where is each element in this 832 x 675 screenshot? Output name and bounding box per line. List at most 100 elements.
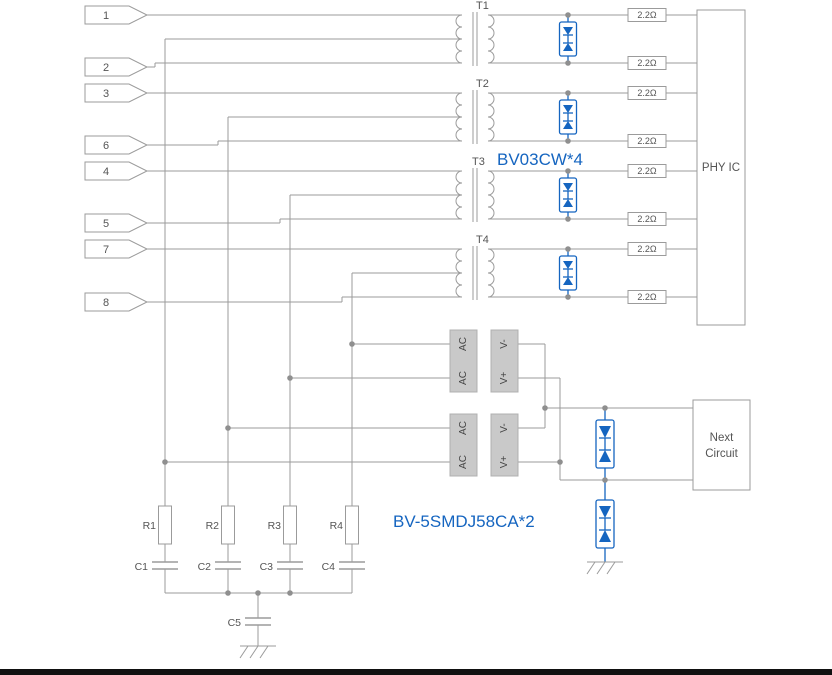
junction-dot — [287, 590, 293, 596]
bridge-ac-block — [449, 329, 478, 393]
junction-dot — [225, 425, 231, 431]
resistor-body — [627, 242, 667, 256]
series-resistor-7: 2.2Ω — [627, 242, 667, 256]
transformer-t1: T1 — [455, 0, 495, 66]
resistor-label: R4 — [330, 520, 344, 532]
resistor-r1: R1 — [143, 505, 172, 545]
input-tag-7: 7 — [84, 239, 149, 259]
diode-symbol — [563, 199, 573, 207]
ground-hatch — [586, 561, 596, 575]
tag-label: 4 — [103, 166, 109, 178]
tag-label: 5 — [103, 218, 109, 230]
series-resistor-4: 2.2Ω — [627, 134, 667, 148]
bridge-dc-block — [490, 413, 519, 477]
diode-symbol — [563, 27, 573, 35]
capacitor-label: C4 — [322, 561, 336, 573]
diode-symbol — [599, 506, 611, 518]
capacitor-c3: C3 — [260, 561, 303, 573]
junction-dot — [565, 246, 571, 252]
capacitor-label: C2 — [198, 561, 212, 573]
tag-shape — [84, 239, 149, 259]
transformer-t2: T2 — [455, 78, 495, 144]
junction-dot — [565, 60, 571, 66]
ground-hatch — [249, 645, 259, 659]
capacitor-c2: C2 — [198, 561, 241, 573]
secondary-coil — [487, 170, 495, 220]
resistor-body — [627, 8, 667, 22]
resistor-body — [345, 505, 359, 545]
tag-shape — [84, 135, 149, 155]
tag-label: 3 — [103, 88, 109, 100]
diode-symbol — [563, 43, 573, 51]
resistor-body — [627, 290, 667, 304]
bridge-dc-block — [490, 329, 519, 393]
series-resistors: 2.2Ω 2.2Ω 2.2Ω 2.2Ω 2.2Ω 2.2Ω 2.2Ω 2.2Ω — [627, 8, 667, 304]
diode-symbol — [599, 426, 611, 438]
diode-symbol — [563, 105, 573, 113]
termination-network: R1 R2 R3 R4 C1 C2 C3 — [135, 505, 365, 659]
tag-label: 1 — [103, 10, 109, 22]
diode-symbol — [599, 530, 611, 542]
bridge-pin-label-vplus: V+ — [499, 456, 510, 469]
tag-shape — [84, 213, 149, 233]
tvs-part-label: BV-5SMDJ58CA*2 — [393, 512, 535, 531]
resistor-value: 2.2Ω — [637, 58, 657, 68]
transformer-label: T4 — [476, 234, 489, 246]
resistor-value: 2.2Ω — [637, 214, 657, 224]
capacitor-c4: C4 — [322, 561, 365, 573]
diode-array-2 — [558, 93, 578, 141]
transformer-label: T3 — [472, 156, 485, 168]
ground-hatch — [259, 645, 269, 659]
junction-dot — [349, 341, 355, 347]
series-resistor-2: 2.2Ω — [627, 56, 667, 70]
input-tag-5: 5 — [84, 213, 149, 233]
tag-label: 8 — [103, 297, 109, 309]
bridge-rectifier-1: AC AC V- V+ — [449, 329, 519, 393]
resistor-label: R2 — [206, 520, 220, 532]
junction-dot — [162, 459, 168, 465]
tag-label: 7 — [103, 244, 109, 256]
resistor-body — [627, 86, 667, 100]
transformer-label: T2 — [476, 78, 489, 90]
series-resistor-6: 2.2Ω — [627, 212, 667, 226]
resistor-body — [627, 212, 667, 226]
tvs-diodes: BV-5SMDJ58CA*2 — [393, 408, 623, 575]
transformer-t4: T4 — [455, 234, 495, 300]
diode-symbol — [563, 121, 573, 129]
tag-label: 2 — [103, 62, 109, 74]
bridge-pin-label-vminus: V- — [499, 339, 510, 348]
primary-coil — [455, 14, 463, 64]
chassis-ground-icon — [586, 561, 623, 575]
resistor-label: R1 — [143, 520, 157, 532]
tag-shape — [84, 83, 149, 103]
bridge-pin-label-vplus: V+ — [499, 372, 510, 385]
capacitor-c5: C5 — [228, 617, 271, 629]
resistor-body — [158, 505, 172, 545]
junction-dot — [565, 138, 571, 144]
resistor-body — [221, 505, 235, 545]
series-resistor-1: 2.2Ω — [627, 8, 667, 22]
chassis-ground-icon — [239, 645, 276, 659]
resistor-body — [627, 56, 667, 70]
junction-dot — [565, 90, 571, 96]
diode-symbol — [563, 277, 573, 285]
ground-hatch — [239, 645, 249, 659]
tag-shape — [84, 161, 149, 181]
bridge-ac-block — [449, 413, 478, 477]
resistor-r3: R3 — [268, 505, 297, 545]
primary-coil — [455, 170, 463, 220]
bridge-rectifier-2: AC AC V- V+ — [449, 413, 519, 477]
input-tag-4: 4 — [84, 161, 149, 181]
diode-arrays: BV03CW*4 — [497, 15, 583, 297]
secondary-coil — [487, 248, 495, 298]
primary-coil — [455, 92, 463, 142]
phy-ic: PHY IC — [696, 9, 746, 326]
resistor-value: 2.2Ω — [637, 10, 657, 20]
transformers: T1 T2 T3 T4 — [455, 0, 495, 300]
tag-shape — [84, 57, 149, 77]
primary-coil — [455, 248, 463, 298]
phy-ic-label: PHY IC — [702, 162, 740, 174]
junction-dot — [565, 216, 571, 222]
diode-symbol — [563, 183, 573, 191]
